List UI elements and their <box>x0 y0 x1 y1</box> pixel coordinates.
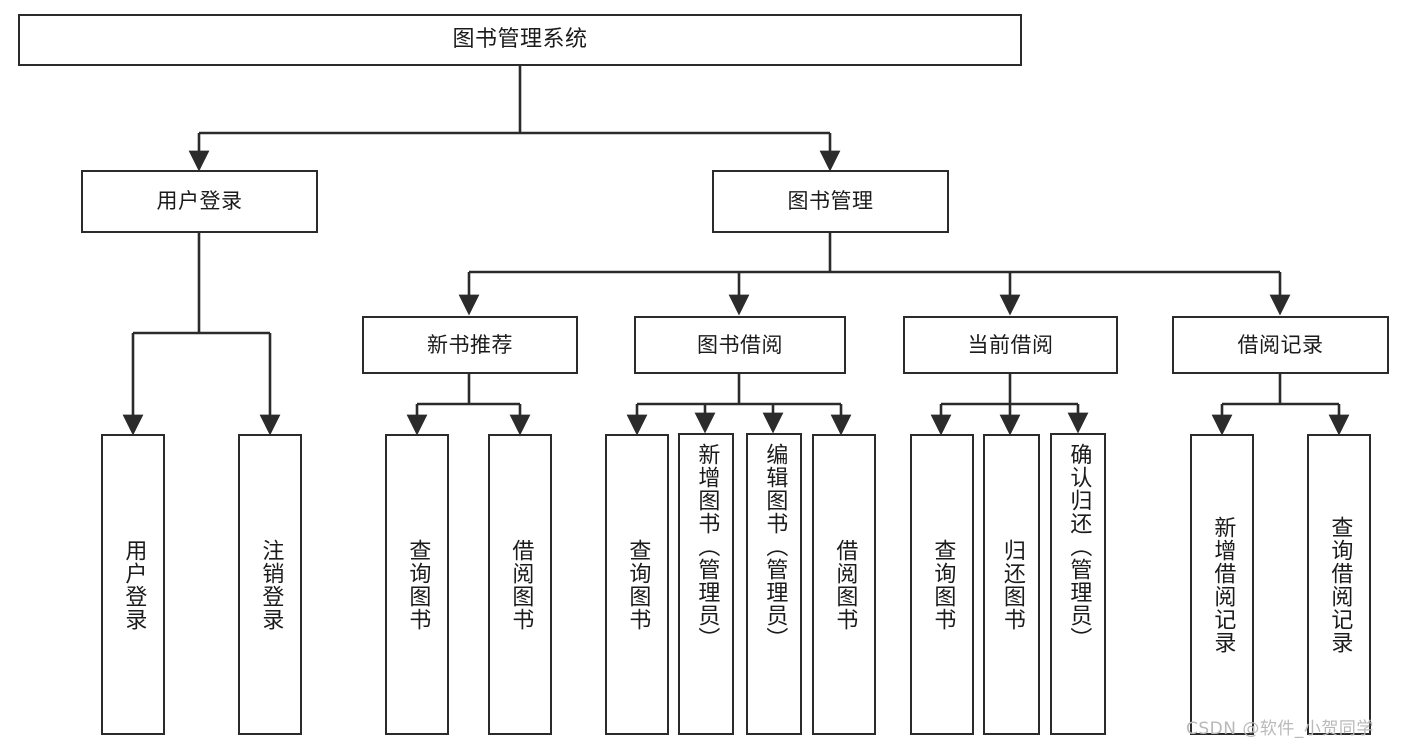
node-leaf-borrow-book-2[interactable]: 借阅图书 <box>812 434 876 735</box>
node-leaf-borrow-book-1[interactable]: 借阅图书 <box>488 434 552 735</box>
node-label: 查询图书 <box>405 538 431 631</box>
node-label: 查询借阅记录 <box>1327 515 1353 654</box>
node-leaf-query-book-1[interactable]: 查询图书 <box>385 434 449 735</box>
node-label: 查询图书 <box>625 538 651 631</box>
node-label: 归还图书 <box>999 538 1025 631</box>
node-root-system[interactable]: 图书管理系统 <box>18 14 1022 66</box>
node-label: 借阅图书 <box>508 538 534 631</box>
node-label: 新书推荐 <box>427 332 513 357</box>
node-current-borrow[interactable]: 当前借阅 <box>903 316 1118 374</box>
node-label: 图书借阅 <box>697 332 783 357</box>
node-label: 确认归还（管理员） <box>1066 443 1092 650</box>
node-borrow-record[interactable]: 借阅记录 <box>1172 316 1389 374</box>
node-label: 用户登录 <box>156 189 243 214</box>
node-leaf-add-record[interactable]: 新增借阅记录 <box>1190 434 1254 735</box>
node-label: 新增图书（管理员） <box>694 443 720 650</box>
node-leaf-query-book-3[interactable]: 查询图书 <box>910 434 974 735</box>
node-new-book-recommend[interactable]: 新书推荐 <box>362 316 578 374</box>
node-user-login[interactable]: 用户登录 <box>81 170 318 233</box>
node-leaf-logout[interactable]: 注销登录 <box>238 434 302 735</box>
node-label: 图书管理系统 <box>452 27 588 53</box>
node-leaf-add-book[interactable]: 新增图书（管理员） <box>678 433 734 735</box>
node-label: 查询图书 <box>930 538 956 631</box>
node-label: 用户登录 <box>121 538 147 631</box>
node-label: 借阅记录 <box>1237 332 1324 357</box>
node-label: 借阅图书 <box>832 538 858 631</box>
node-leaf-user-login[interactable]: 用户登录 <box>101 434 165 735</box>
node-label: 注销登录 <box>258 538 284 631</box>
node-label: 当前借阅 <box>967 332 1054 357</box>
node-book-manage[interactable]: 图书管理 <box>712 170 949 233</box>
node-leaf-edit-book[interactable]: 编辑图书（管理员） <box>746 433 802 735</box>
node-leaf-confirm-return[interactable]: 确认归还（管理员） <box>1050 433 1106 735</box>
node-label: 新增借阅记录 <box>1210 515 1236 654</box>
node-label: 图书管理 <box>787 189 874 214</box>
node-book-borrow[interactable]: 图书借阅 <box>634 316 846 374</box>
node-label: 编辑图书（管理员） <box>762 443 788 650</box>
node-leaf-query-record[interactable]: 查询借阅记录 <box>1307 434 1371 735</box>
csdn-watermark: CSDN @软件_小贺同学 <box>1186 719 1374 739</box>
node-leaf-return-book[interactable]: 归还图书 <box>983 434 1040 735</box>
node-leaf-query-book-2[interactable]: 查询图书 <box>605 434 669 735</box>
